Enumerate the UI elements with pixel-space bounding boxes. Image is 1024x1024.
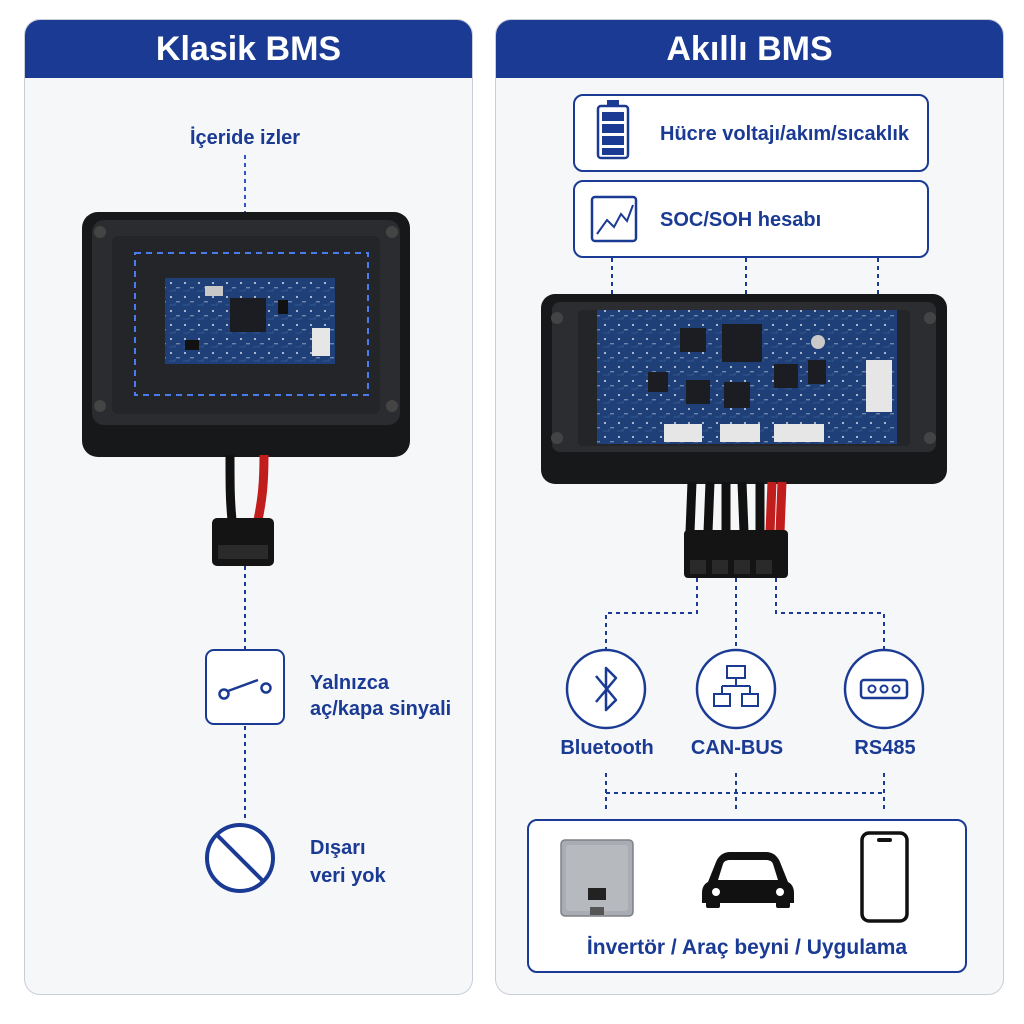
pcb-connector-3 <box>774 424 824 442</box>
network-hierarchy-icon <box>695 648 777 730</box>
can-bus-label: CAN-BUS <box>690 737 784 759</box>
switch-icon <box>205 649 285 725</box>
classic-callout-label: İçeride izler <box>190 127 301 149</box>
no-data-feature-label: Dışarı veri yok <box>310 834 386 890</box>
trend-chart-icon <box>590 195 638 243</box>
soc-soh-box <box>573 180 929 258</box>
cell-monitoring-label: Hücre voltajı/akım/sıcaklık <box>660 123 910 145</box>
side-connector <box>866 360 892 412</box>
battery-icon <box>596 100 630 160</box>
rs485-label: RS485 <box>854 737 916 759</box>
pcb-connector-1 <box>664 424 702 442</box>
classic-bms-title: Klasik BMS <box>25 20 472 78</box>
inverter-icon <box>560 839 634 917</box>
soc-soh-label: SOC/SOH hesabı <box>660 209 822 231</box>
prohibited-icon <box>205 823 275 893</box>
classic-bms-pcb <box>165 278 335 364</box>
cell-monitoring-box <box>573 94 929 172</box>
switch-feature-label: Yalnızca aç/kapa sinyali <box>310 670 451 722</box>
smart-bms-cable <box>684 481 788 578</box>
targets-label: İnvertör / Araç beyni / Uygulama <box>586 936 908 959</box>
car-icon <box>702 852 794 908</box>
classic-bms-cable <box>212 454 274 566</box>
smartphone-icon <box>860 831 909 923</box>
no-data-feature-line2: veri yok <box>310 865 386 887</box>
microcontroller-chip <box>230 298 266 332</box>
bluetooth-label: Bluetooth <box>560 737 654 759</box>
switch-feature-line1: Yalnızca <box>310 672 389 694</box>
switch-feature-line2: aç/kapa sinyali <box>310 698 452 720</box>
no-data-feature-line1: Dışarı <box>310 837 366 859</box>
smart-bms-pcb <box>597 310 897 444</box>
pcb-connector-2 <box>720 424 760 442</box>
smart-bms-title: Akıllı BMS <box>496 20 1003 78</box>
bluetooth-icon <box>565 648 647 730</box>
serial-port-icon <box>843 648 925 730</box>
main-processor-chip <box>722 324 762 362</box>
pcb-connector <box>312 328 330 356</box>
